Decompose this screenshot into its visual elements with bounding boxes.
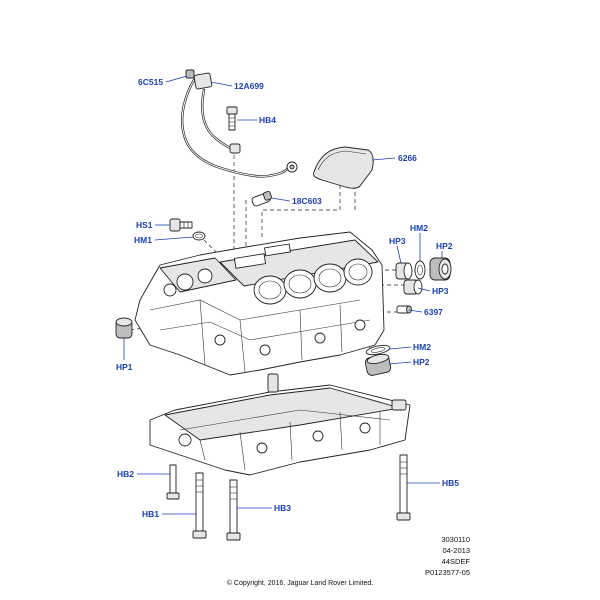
callout-hb3: HB3: [274, 503, 291, 513]
stud-hs1: [169, 218, 193, 232]
callout-12a699: 12A699: [234, 81, 264, 91]
copyright-notice: © Copyright, 2016. Jaguar Land Rover Lim…: [227, 579, 373, 587]
callout-hb1: HB1: [142, 509, 159, 519]
callout-labels: 6C515 12A699 HB4 6266 18C603 HS1 HM1 HM2…: [116, 77, 459, 519]
bolt-hb5: [396, 454, 411, 521]
bolt-hb2: [166, 464, 180, 500]
callout-hs1: HS1: [136, 220, 153, 230]
meta-line-3: 44SDEF: [442, 557, 471, 566]
bolt-hb4: [226, 106, 238, 131]
callout-hm1: HM1: [134, 235, 152, 245]
callout-hp3-top: HP3: [389, 236, 406, 246]
meta-line-1: 3030110: [441, 535, 470, 544]
callout-6c515: 6C515: [138, 77, 163, 87]
callout-hm2-low: HM2: [413, 342, 431, 352]
plug-6397: [396, 305, 412, 314]
plug-hp1: [115, 317, 133, 339]
meta-line-2: 04-2013: [442, 546, 470, 555]
bolt-hb3: [226, 479, 241, 541]
plug-hp3-top: [395, 262, 413, 280]
ladder-frame: [149, 373, 411, 476]
callout-18c603: 18C603: [292, 196, 322, 206]
callout-hb5: HB5: [442, 478, 459, 488]
drawing-metadata: 3030110 04-2013 44SDEF P0123577-05: [425, 535, 470, 577]
plug-hp3-mid: [403, 279, 423, 295]
callout-hp2-low: HP2: [413, 357, 430, 367]
cover-6266: [313, 146, 374, 189]
callout-hp3-mid: HP3: [432, 286, 449, 296]
meta-line-4: P0123577-05: [425, 568, 470, 577]
oring-hm1: [192, 231, 206, 241]
callout-hb4: HB4: [259, 115, 276, 125]
seal-hm2-top: [414, 260, 426, 280]
callout-6397: 6397: [424, 307, 443, 317]
callout-hp1: HP1: [116, 362, 133, 372]
cylinder-block: [134, 231, 385, 376]
bolt-hb1: [192, 472, 207, 539]
callout-hp2-top: HP2: [436, 241, 453, 251]
plug-hp2-top: [429, 257, 452, 281]
callout-hb2: HB2: [117, 469, 134, 479]
plug-hp2-low: [364, 354, 392, 376]
callout-hm2-top: HM2: [410, 223, 428, 233]
leader-lines: [123, 75, 443, 515]
seal-hm2-low: [365, 344, 391, 356]
callout-6266: 6266: [398, 153, 417, 163]
knock-sensor-harness: [180, 69, 298, 178]
sensor-18c603: [251, 190, 273, 207]
